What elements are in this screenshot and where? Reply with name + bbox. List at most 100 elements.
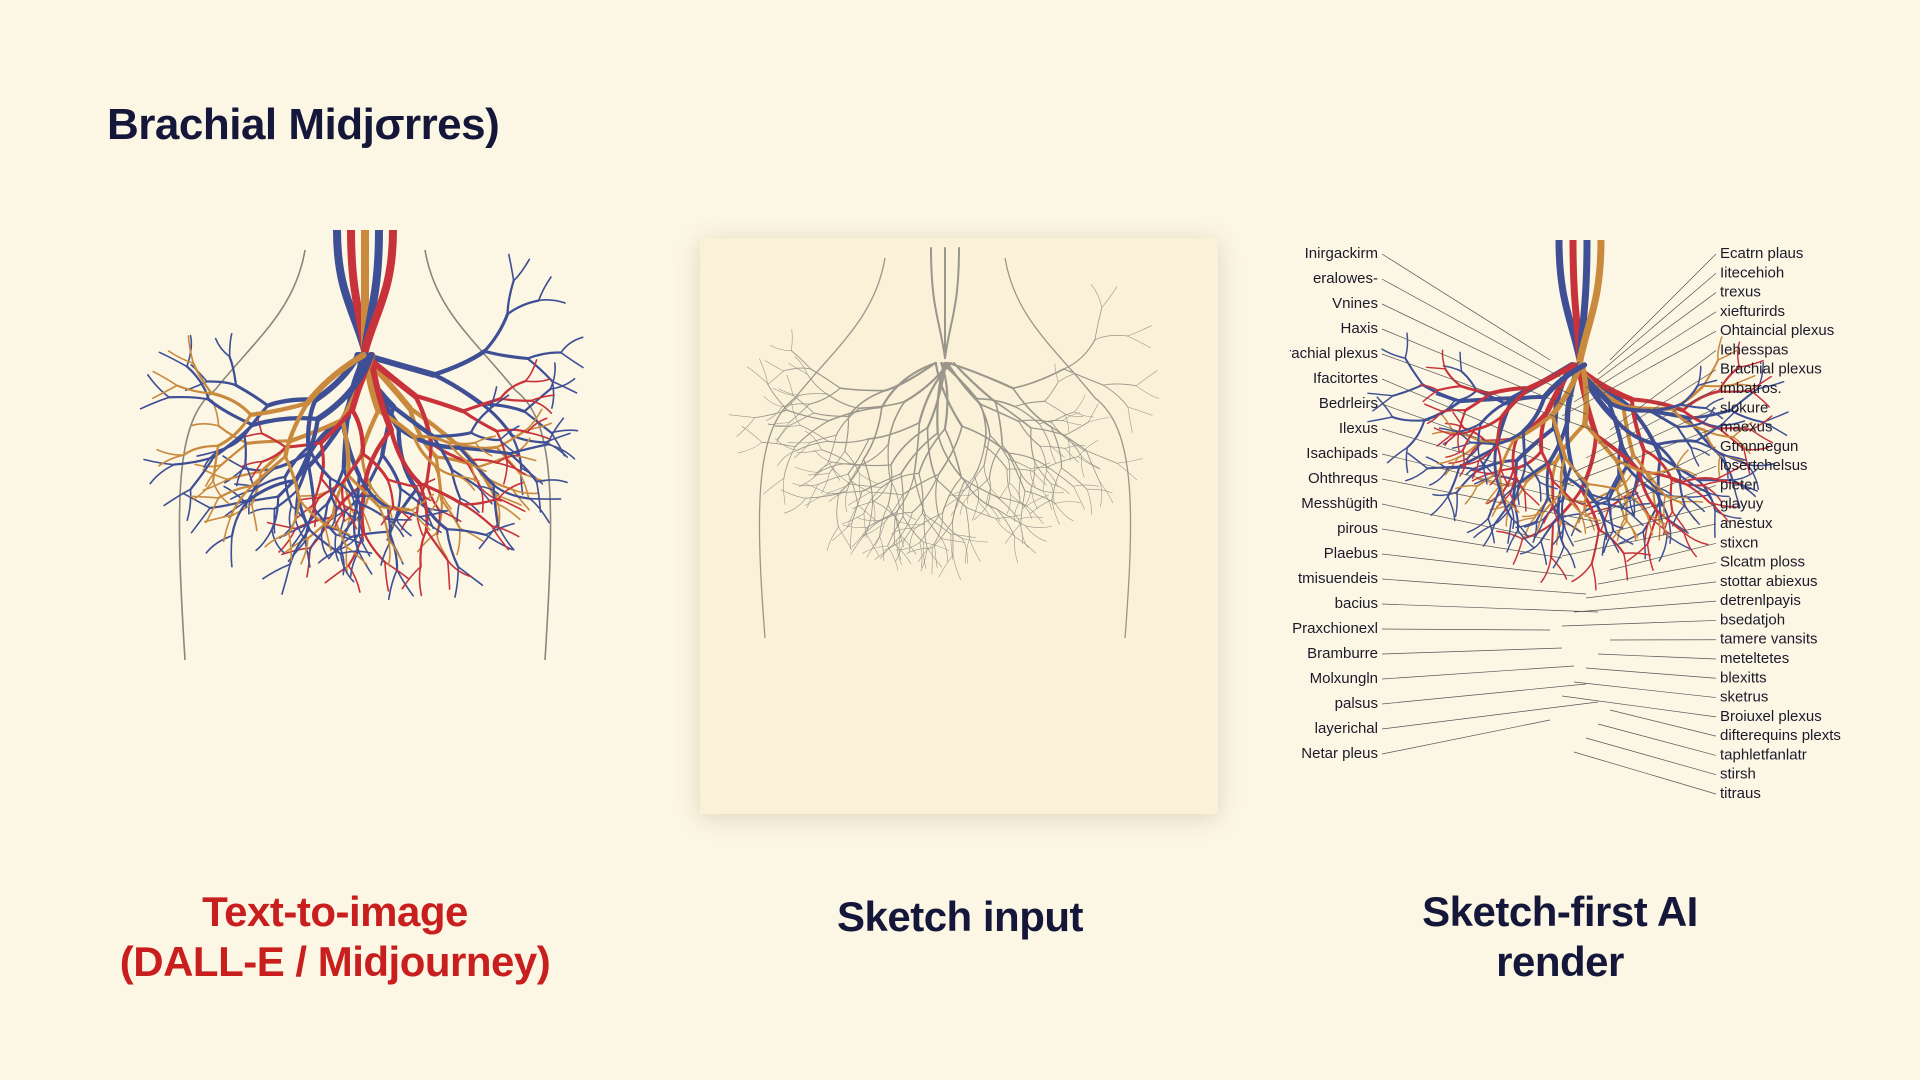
vessel-branch	[894, 544, 912, 564]
vessel-branch	[283, 401, 310, 459]
vessel-branch	[809, 434, 837, 444]
vessel-branch	[435, 532, 448, 559]
vessel-branch	[1024, 490, 1056, 504]
vessel-branch	[1696, 365, 1702, 387]
vessel-branch	[1404, 357, 1424, 386]
vessel-branch	[786, 374, 794, 396]
anatomy-label: Vnines	[1332, 295, 1378, 312]
vessel-branch	[1422, 399, 1462, 422]
vessel-branch	[863, 458, 874, 502]
vessel-branch	[1560, 491, 1582, 514]
vessel-branch	[926, 361, 947, 429]
page-title: Brachial Midjσrres)	[107, 100, 500, 149]
vessel-branch	[1012, 387, 1052, 428]
vessel-branch	[1721, 454, 1729, 479]
vessel-branch	[1625, 502, 1651, 510]
vessel-branch	[182, 492, 211, 509]
vessel-branch	[839, 387, 886, 392]
vessel-branch	[491, 525, 510, 551]
vessel-branch	[1681, 389, 1721, 412]
vessel-branch	[807, 473, 830, 476]
vessel-branch	[1426, 366, 1446, 370]
vessel-branch	[526, 351, 563, 360]
vessel-branch	[1465, 464, 1484, 476]
vessel-branch	[529, 497, 551, 524]
vessel-branch	[1720, 420, 1746, 426]
leader-line	[1381, 278, 1563, 379]
anatomy-label: eralowes-	[1313, 270, 1378, 287]
anatomy-label: detrenlpayis	[1720, 592, 1801, 609]
leader-line	[1573, 504, 1717, 543]
vessel-branch	[804, 430, 822, 450]
leader-line	[1561, 330, 1717, 417]
vessel-branch	[1658, 534, 1668, 562]
vessel-branch	[1446, 465, 1461, 498]
vessel-branch	[922, 542, 927, 569]
vessel-branch	[1644, 516, 1652, 543]
vessel-branch	[1549, 522, 1554, 559]
vessel-branch	[266, 521, 297, 530]
vessel-branch	[1502, 394, 1547, 406]
vessel-branch	[950, 497, 960, 516]
vessel-branch	[1613, 457, 1629, 495]
vessel-branch	[859, 473, 861, 496]
vessel-branch	[1555, 522, 1563, 546]
vessel-branch	[794, 356, 808, 375]
vessel-branch	[1086, 489, 1093, 515]
vessel-branch	[319, 441, 325, 480]
leader-line	[1381, 403, 1563, 469]
vessel-branch	[192, 361, 213, 395]
anatomy-label: Bramburre	[1307, 645, 1378, 662]
vessel-branch	[339, 552, 355, 583]
vessel-branch	[895, 542, 921, 551]
vessel-branch	[283, 475, 293, 507]
vessel-branch	[1512, 517, 1536, 525]
leader-line	[1381, 378, 1551, 451]
vessel-branch	[959, 476, 975, 498]
vessel-branch	[788, 403, 810, 423]
leader-line	[1597, 465, 1717, 515]
anatomy-label: stixcn	[1720, 534, 1758, 551]
vessel-branch	[784, 497, 806, 514]
leader-line	[1381, 478, 1599, 523]
vessel-branch	[1546, 495, 1564, 521]
vessel-branch	[1469, 441, 1497, 446]
anatomy-label: difterequins plexts	[1720, 727, 1841, 744]
vessel-branch	[1684, 504, 1700, 525]
vessel-branch	[1683, 531, 1698, 558]
vessel-branch	[994, 401, 1004, 447]
vessel-branch	[940, 538, 966, 543]
vessel-branch	[977, 501, 991, 518]
vessel-branch	[906, 547, 933, 554]
caption-line: (DALL-E / Midjourney)	[119, 938, 551, 985]
vessel-branch	[1039, 419, 1064, 425]
vessel-branch	[946, 361, 1015, 390]
vessel-branch	[247, 478, 298, 502]
vessel-branch	[826, 393, 861, 409]
vessel-branch	[983, 445, 1008, 470]
leader-line	[1597, 562, 1717, 585]
vessel-branch	[1717, 365, 1741, 393]
vessel-branch	[728, 414, 756, 418]
vessel-branch	[1534, 517, 1545, 539]
vessel-branch	[1685, 494, 1711, 498]
vessel-branch	[1127, 406, 1133, 433]
vessel-branch	[283, 455, 301, 502]
vessel-branch	[1524, 517, 1536, 539]
vessel-branch	[1717, 348, 1740, 361]
vessel-trunk	[930, 247, 946, 359]
vessel-branch	[457, 565, 484, 587]
anatomy-label: xiefturirds	[1720, 303, 1785, 320]
vessel-branch	[1485, 485, 1501, 505]
vessel-branch	[249, 455, 287, 488]
vessel-branch	[1489, 468, 1502, 486]
vessel-branch	[1658, 515, 1661, 541]
vessel-branch	[776, 425, 790, 443]
vessel-branch	[311, 477, 323, 506]
vessel-branch	[838, 458, 865, 495]
vessel-branch	[1064, 444, 1085, 449]
vessel-branch	[920, 546, 928, 572]
vessel-branch	[783, 367, 812, 372]
vessel-branch	[1623, 552, 1652, 556]
vessel-branch	[1587, 495, 1608, 504]
